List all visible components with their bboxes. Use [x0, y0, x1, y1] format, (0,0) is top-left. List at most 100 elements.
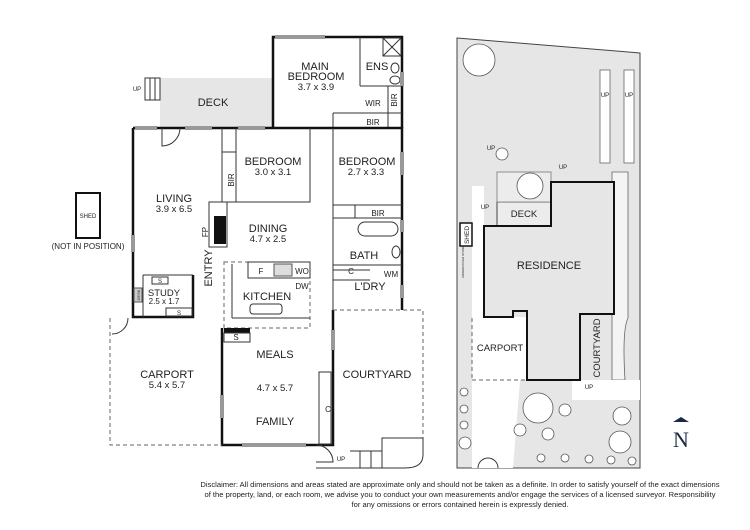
family-label: FAMILY [256, 416, 295, 428]
tree-icon [459, 420, 469, 430]
tree-icon [541, 427, 555, 441]
site-undercover-store-label: UNDERCOVER STORE [461, 246, 465, 278]
disclaimer-line-2: of the property, land, or each room, we … [204, 490, 716, 499]
tree-icon [459, 387, 469, 397]
bir-bedroom2-label: BIR [371, 209, 385, 218]
cooktop-icon [273, 263, 293, 277]
tree-icon [606, 455, 616, 465]
study-shelf-bottom-label: S [177, 311, 181, 317]
fireplace-icon [214, 216, 226, 244]
dining-label: DINING [249, 223, 288, 235]
fridge-label: F [259, 267, 264, 276]
bath-label: BATH [350, 250, 379, 262]
disclaimer-line-1: Disclaimer: All dimensions and areas sta… [200, 480, 720, 489]
dishwasher-label: DW [295, 282, 309, 291]
bath-toilet-icon [391, 245, 401, 259]
courtyard-outline [333, 309, 424, 455]
deck-label: DECK [198, 97, 229, 109]
disclaimer-line-3: for any omissions or errors contained he… [351, 500, 569, 509]
tree-icon [495, 147, 509, 161]
tree-icon [627, 456, 637, 466]
shed-label: SHED [80, 214, 97, 220]
dining-size: 4.7 x 2.5 [250, 234, 286, 245]
house-walls [133, 126, 404, 310]
site-up-label-4: UP [559, 165, 567, 171]
site-carport-label: CARPORT [477, 343, 523, 354]
study-size: 2.5 x 1.7 [149, 297, 180, 306]
deck-area [160, 78, 273, 128]
shed-note: (NOT IN POSITION) [52, 242, 125, 251]
wir-label: WIR [365, 99, 381, 108]
tree-icon [608, 430, 632, 454]
carport-outline [109, 318, 222, 446]
laundry-cupboard-label: C [348, 267, 354, 276]
bedroom1-size: 3.0 x 3.1 [255, 167, 291, 178]
deck-steps [144, 77, 161, 101]
deck-up-label: UP [133, 87, 141, 93]
courtyard-up-label: UP [337, 457, 345, 463]
basin-icon [389, 75, 401, 85]
tree-icon [462, 43, 496, 77]
site-up-label-6: UP [585, 385, 593, 391]
site-deck-label: DECK [511, 209, 538, 220]
sink-icon [249, 303, 283, 315]
bedroom2-label: BEDROOM [339, 156, 396, 168]
living-size: 3.9 x 6.5 [156, 204, 192, 215]
meals-family-size: 4.7 x 5.7 [257, 383, 293, 394]
tree-icon [513, 423, 527, 437]
study-label: STUDY [148, 288, 181, 299]
ens-label: ENS [366, 61, 389, 73]
site-plan [456, 37, 641, 469]
tree-icon [584, 454, 594, 464]
toilet-icon [390, 62, 400, 74]
tree-icon [536, 453, 546, 463]
floor-plan [75, 35, 424, 469]
shed-outline [75, 192, 101, 239]
bedroom2-size: 2.7 x 3.3 [348, 167, 384, 178]
site-up-label-2: UP [625, 93, 633, 99]
bathtub-icon [357, 221, 399, 237]
family-cupboard-label: C [325, 405, 331, 414]
bedroom1-label: BEDROOM [245, 156, 302, 168]
disclaimer: Disclaimer: All dimensions and areas sta… [150, 480, 750, 510]
wall-oven-label: WO [295, 267, 309, 276]
site-shed [459, 222, 473, 247]
bir-main-side-label: BIR [390, 93, 399, 107]
shower-icon [382, 37, 402, 57]
north-arrow-icon [673, 417, 689, 422]
tree-icon [458, 436, 472, 450]
tree-icon [459, 404, 469, 414]
bir-bedroom1-label: BIR [227, 173, 236, 187]
courtyard-label: COURTYARD [343, 369, 412, 381]
tree-icon [560, 453, 570, 463]
tree-icon [558, 403, 572, 417]
main-bedroom-label-2: BEDROOM [288, 71, 345, 83]
site-residence [483, 181, 615, 381]
floor-plan-labels: MAIN BEDROOM 3.7 x 3.9 ENS WIR BIR BIR D… [52, 61, 412, 463]
kitchen-label: KITCHEN [243, 291, 291, 303]
site-up-label-5: UP [481, 205, 489, 211]
site-carport-area [472, 317, 527, 380]
study-shelf-top-label: S [158, 279, 162, 285]
site-up-label-1: UP [601, 93, 609, 99]
wm-label: WM [384, 270, 399, 279]
entry-label: ENTRY [203, 249, 215, 287]
living-label: LIVING [156, 193, 192, 205]
bir-main-bottom-label: BIR [366, 118, 380, 127]
site-up-label-3: UP [487, 146, 495, 152]
site-plan-labels: RESIDENCE DECK SHED UNDERCOVER STORE CAR… [461, 93, 689, 452]
meals-shelf-label: S [233, 333, 238, 342]
tree-icon [612, 406, 632, 426]
bedroom1-walls [221, 128, 311, 203]
carport-size: 5.4 x 5.7 [149, 380, 185, 391]
tree-icons [458, 43, 637, 466]
main-bedroom-size: 3.7 x 3.9 [298, 82, 334, 93]
tree-icon [522, 392, 554, 424]
laundry-label: L'DRY [354, 281, 386, 293]
site-courtyard-label: COURTYARD [592, 318, 603, 377]
site-shed-label: SHED [464, 226, 471, 244]
tree-icon [516, 172, 544, 200]
meals-label: MEALS [256, 349, 293, 361]
fireplace-label: FP [201, 227, 210, 237]
